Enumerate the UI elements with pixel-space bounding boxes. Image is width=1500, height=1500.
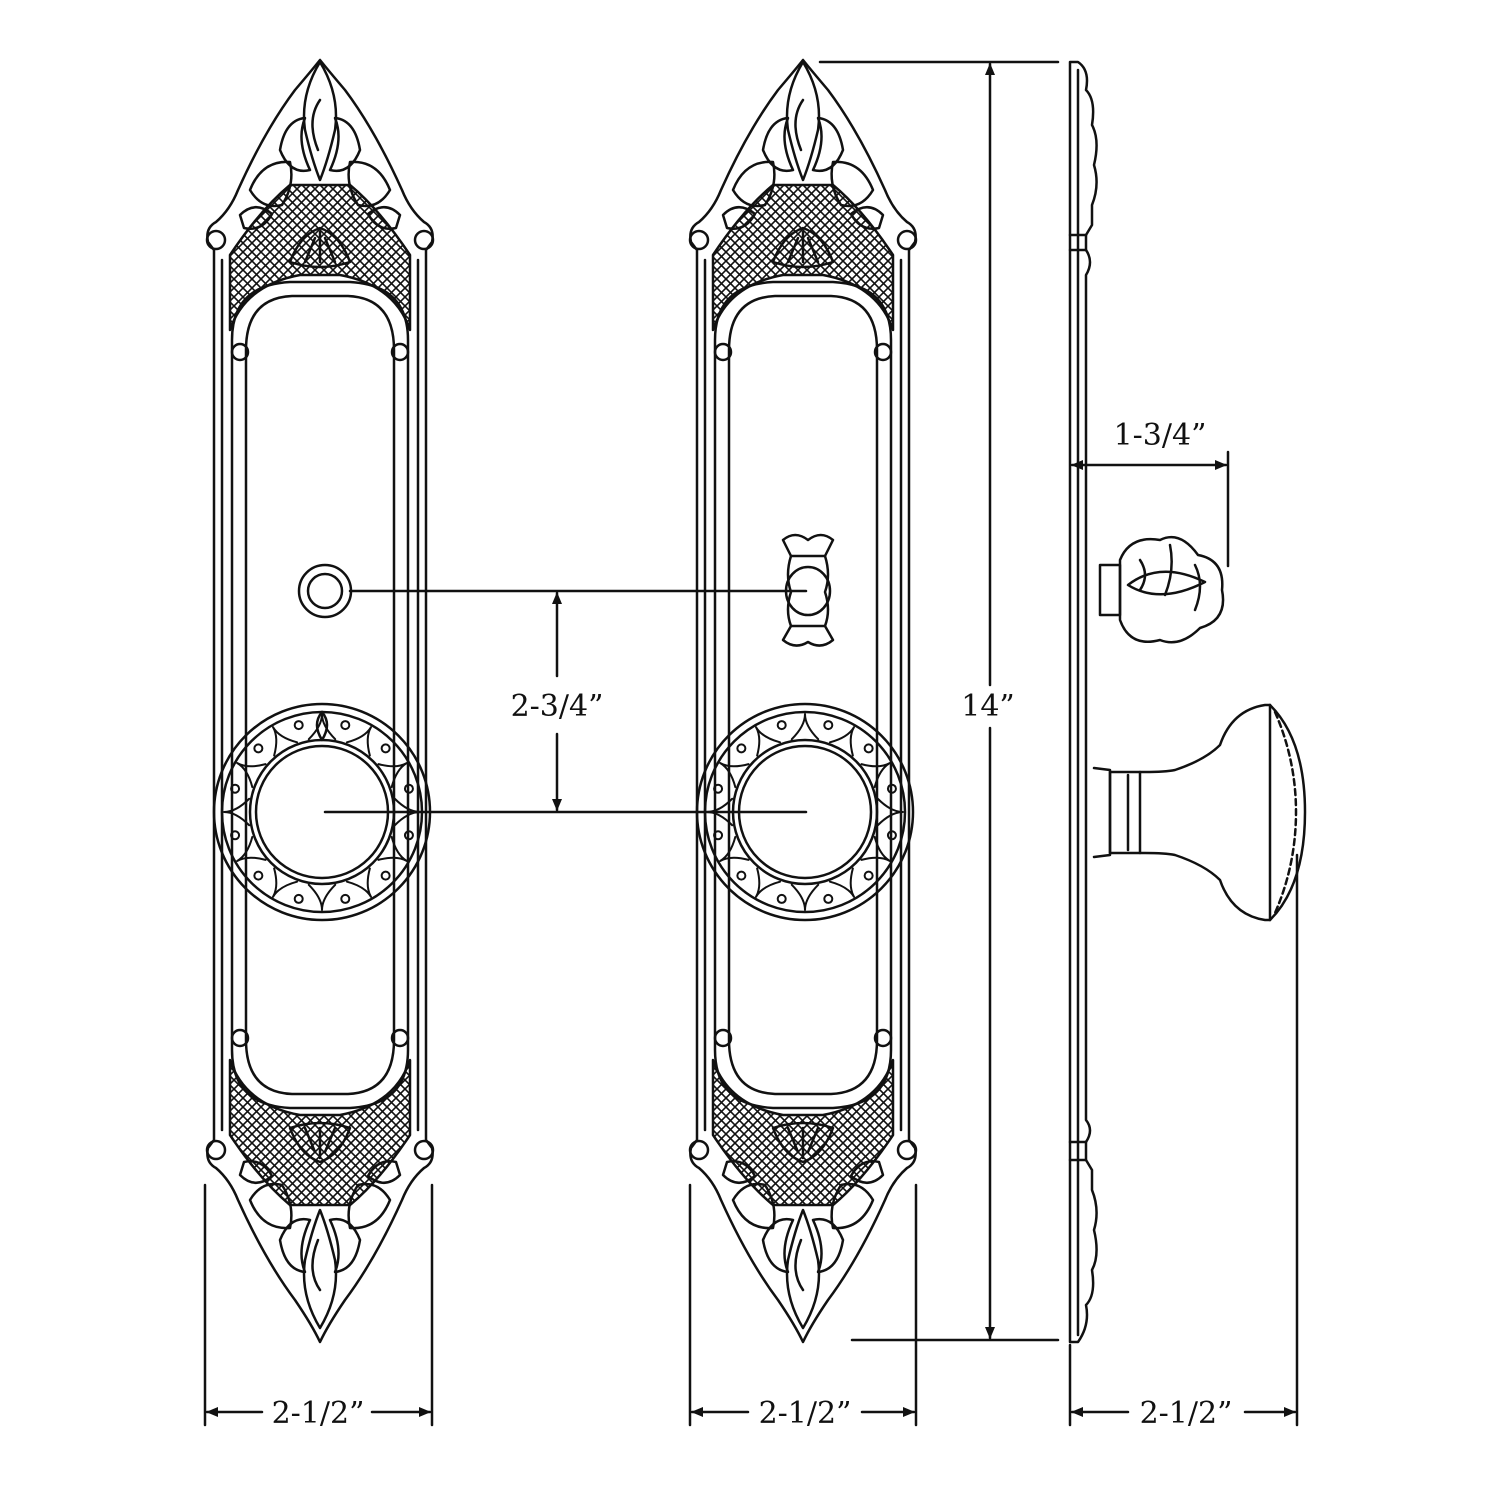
left-escutcheon-plate [205, 58, 435, 1344]
rosette-leaf [755, 867, 782, 898]
rosette-leaf [719, 835, 750, 862]
rosette-bead [713, 783, 724, 794]
rosette-leaf [790, 713, 820, 741]
rosette-bead [713, 830, 724, 841]
thumbturn-side-profile [1098, 535, 1225, 644]
rosette-leaf [790, 883, 820, 911]
rosette-leaf [272, 726, 299, 757]
rosette-leaf [236, 835, 267, 862]
rosette-leaf [860, 835, 891, 862]
rosette-leaf [345, 867, 372, 898]
rosette-bead [823, 720, 834, 731]
rosette-bead [230, 783, 241, 794]
side-profile-view [1068, 60, 1307, 1344]
rosette-bead [403, 830, 414, 841]
rosette-bead [230, 830, 241, 841]
rosette-leaf [876, 797, 904, 827]
side-projection-label: 2-1/2” [1140, 1396, 1233, 1431]
rosette-bead [340, 720, 351, 731]
rosette-leaf [755, 726, 782, 757]
rosette-bead [340, 893, 351, 904]
rosette-bead [823, 893, 834, 904]
back-width-label: 2-1/2” [759, 1396, 852, 1431]
left-inner-frame [230, 280, 410, 1110]
rosette-bead [253, 743, 264, 754]
left-bottom-crest-ornament [238, 1121, 402, 1330]
rosette-leaf [828, 726, 855, 757]
left-rosette-ornament [223, 713, 421, 911]
rosette-bead [380, 743, 391, 754]
center-top-crest-ornament [721, 60, 885, 269]
rosette-bead [886, 830, 897, 841]
rosette-bead [863, 870, 874, 881]
side-plate-profile [1068, 60, 1098, 1344]
rosette-bead [886, 783, 897, 794]
rosette-leaf [272, 867, 299, 898]
rosette-bead [253, 870, 264, 881]
thumbturn-projection-label: 1-3/4” [1114, 418, 1207, 453]
dimension-lines [203, 60, 1299, 1427]
knob-keyhole-spacing-label: 2-3/4” [511, 689, 604, 724]
rosette-bead [863, 743, 874, 754]
center-bottom-crest-ornament [721, 1121, 885, 1330]
rosette-leaf [236, 762, 267, 789]
rosette-leaf [828, 867, 855, 898]
front-width-label: 2-1/2” [272, 1396, 365, 1431]
rosette-leaf [307, 883, 337, 911]
keyhole-cylinder [297, 563, 353, 619]
rosette-leaf [377, 835, 408, 862]
rosette-bead [403, 783, 414, 794]
plate-height-label: 14” [961, 689, 1015, 724]
center-escutcheon-plate [688, 58, 918, 1344]
rosette-bead [776, 893, 787, 904]
rosette-bead [293, 893, 304, 904]
rosette-bead [293, 720, 304, 731]
rosette-leaf [223, 797, 251, 827]
rosette-leaf [719, 762, 750, 789]
thumbturn [781, 533, 835, 647]
rosette-bead [736, 870, 747, 881]
rosette-bead [776, 720, 787, 731]
knob-side-profile [1092, 703, 1307, 922]
rosette-leaf [377, 762, 408, 789]
rosette-bead [736, 743, 747, 754]
rosette-leaf [345, 726, 372, 757]
left-top-crest-ornament [238, 60, 402, 269]
rosette-bead [380, 870, 391, 881]
rosette-leaf [860, 762, 891, 789]
rosette-leaf [307, 713, 337, 741]
left-inner-frame-2 [244, 294, 396, 1096]
